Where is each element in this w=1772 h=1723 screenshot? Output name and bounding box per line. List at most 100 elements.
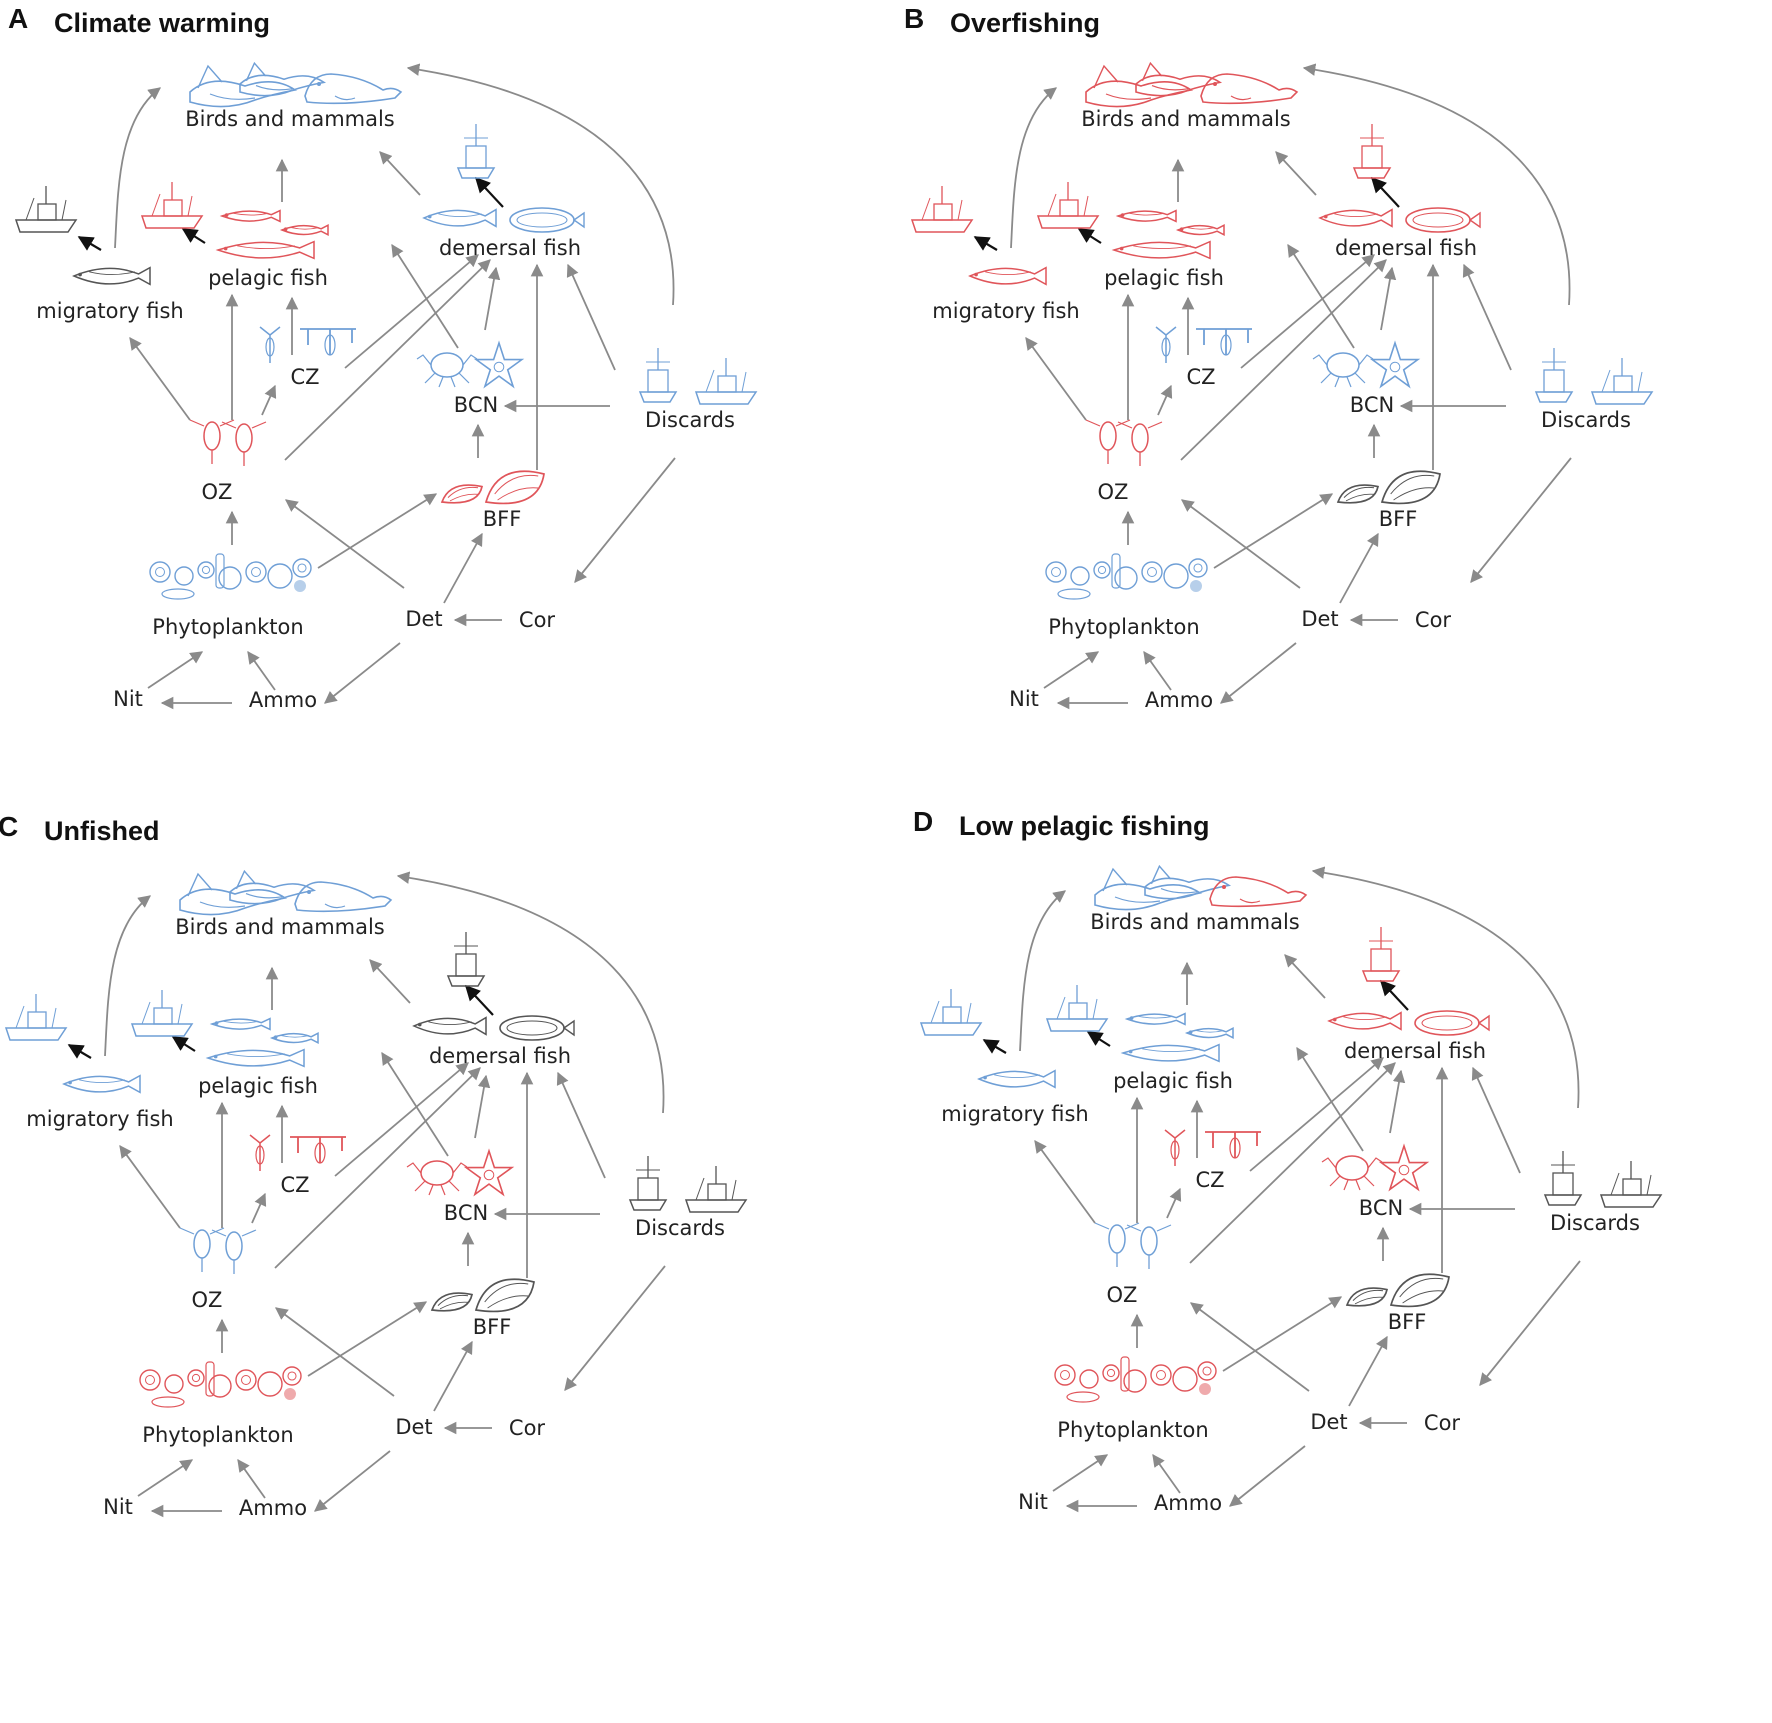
omnivorous-zooplankton-icon: [179, 1227, 257, 1274]
flow-arrow-curved: [396, 871, 665, 1114]
label-nit: Nit: [1009, 687, 1039, 711]
catch-arrow: [973, 236, 998, 251]
omnivorous-zooplankton-icon: [1094, 1222, 1172, 1269]
flow-arrow: [251, 1192, 267, 1224]
flow-arrow: [1462, 263, 1512, 371]
flow-arrow: [1152, 1453, 1181, 1494]
bird-icon: [1094, 864, 1232, 911]
label-det: Det: [1301, 607, 1338, 631]
benthic-carnivore-icon: [1321, 1143, 1430, 1192]
pelagic-fish-icon: [1120, 1012, 1234, 1063]
mussel-icon: [440, 470, 545, 505]
label-pelagic: pelagic fish: [198, 1074, 318, 1098]
label-oz: OZ: [1098, 480, 1129, 504]
discards-boat-icon: [638, 348, 758, 405]
flow-arrow: [261, 384, 277, 416]
flow-arrow: [324, 642, 401, 704]
pelagic-fish-icon: [1111, 209, 1225, 260]
pelagic-fleet-boat-icon: [140, 182, 204, 229]
label-ammo: Ammo: [1154, 1491, 1222, 1515]
label-oz: OZ: [202, 480, 233, 504]
phytoplankton-icon: [1054, 1356, 1217, 1403]
demersal-fish-icon: [422, 207, 585, 233]
flow-arrows: [77, 63, 676, 710]
pelagic-fleet-boat-icon: [1045, 985, 1109, 1032]
panel-title: Unfished: [44, 816, 160, 846]
flow-arrow: [1296, 1046, 1364, 1152]
flow-arrow: [1339, 532, 1379, 604]
demersal-fleet-boat-icon: [456, 124, 496, 179]
flow-arrow: [1220, 642, 1297, 704]
label-nit: Nit: [103, 1495, 133, 1519]
catch-arrow: [171, 1036, 196, 1052]
mussel-icon: [1345, 1273, 1450, 1308]
label-oz: OZ: [1107, 1283, 1138, 1307]
label-bff: BFF: [473, 1315, 512, 1339]
label-cz: CZ: [280, 1173, 309, 1197]
label-discards: Discards: [1550, 1211, 1640, 1235]
label-bff: BFF: [483, 507, 522, 531]
benthic-carnivore-icon: [406, 1148, 515, 1197]
demersal-fleet-boat-icon: [1352, 124, 1392, 179]
label-demersal: demersal fish: [439, 236, 581, 260]
migratory-fleet-boat-icon: [14, 186, 78, 233]
label-bcn: BCN: [444, 1201, 488, 1225]
node-illustrations: [910, 61, 1654, 600]
flow-arrow: [317, 493, 438, 569]
flow-arrow: [433, 1340, 473, 1412]
catch-arrow: [464, 984, 494, 1016]
flow-arrow: [474, 1074, 491, 1139]
pelagic-fleet-boat-icon: [130, 990, 194, 1037]
label-bff: BFF: [1388, 1310, 1427, 1334]
flow-arrow: [1287, 243, 1355, 349]
panel-title: Low pelagic fishing: [959, 811, 1210, 841]
flow-arrow: [564, 1265, 666, 1391]
flow-arrow: [556, 1071, 606, 1179]
label-cor: Cor: [509, 1416, 546, 1440]
catch-arrow: [77, 236, 102, 251]
flow-arrow: [1389, 1069, 1406, 1134]
benthic-carnivore-icon: [1312, 340, 1421, 389]
flow-arrow: [1189, 1302, 1310, 1392]
pelagic-fish-icon: [205, 1017, 319, 1068]
label-det: Det: [405, 607, 442, 631]
flow-arrow: [1229, 1445, 1306, 1507]
flow-arrow-curved: [1302, 63, 1571, 306]
demersal-fleet-boat-icon: [1361, 927, 1401, 982]
phytoplankton-icon: [1045, 553, 1208, 600]
catch-arrow: [1370, 176, 1400, 208]
omnivorous-zooplankton-icon: [189, 419, 267, 466]
label-discards: Discards: [1541, 408, 1631, 432]
flow-arrow: [391, 243, 459, 349]
label-demersal: demersal fish: [1344, 1039, 1486, 1063]
flow-arrow: [247, 650, 276, 691]
flow-arrow: [147, 651, 204, 689]
demersal-fish-icon: [1318, 207, 1481, 233]
migratory-fleet-boat-icon: [910, 186, 974, 233]
label-bcn: BCN: [454, 393, 498, 417]
label-cz: CZ: [290, 365, 319, 389]
label-migratory: migratory fish: [932, 299, 1079, 323]
label-migratory: migratory fish: [941, 1102, 1088, 1126]
flow-arrow: [369, 959, 411, 1004]
flow-arrow: [314, 1450, 391, 1512]
flow-arrow: [1240, 254, 1375, 369]
node-illustrations: [4, 869, 748, 1408]
flow-arrow: [344, 254, 479, 369]
flow-arrow: [1166, 1187, 1182, 1219]
flow-arrow: [137, 1459, 194, 1497]
flow-arrow: [274, 1067, 481, 1269]
flow-arrow-curved: [114, 87, 162, 249]
flow-arrow: [1275, 151, 1317, 196]
migratory-fish-icon: [62, 1074, 141, 1094]
catch-arrow: [1086, 1031, 1111, 1047]
bird-icon: [189, 61, 327, 108]
label-bcn: BCN: [1350, 393, 1394, 417]
flow-arrow: [1043, 651, 1100, 689]
label-cz: CZ: [1195, 1168, 1224, 1192]
